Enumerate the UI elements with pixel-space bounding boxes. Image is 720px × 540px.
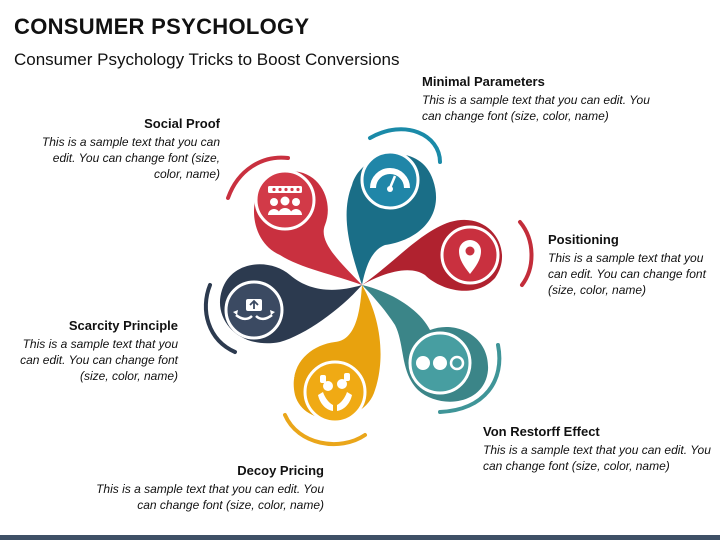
title-decoy-pricing: Decoy Pricing [237, 463, 324, 478]
block-scarcity-principle: Scarcity Principle This is a sample text… [8, 318, 178, 384]
text-scarcity-principle: This is a sample text that you can edit.… [20, 337, 178, 383]
title-social-proof: Social Proof [144, 116, 220, 131]
three-dots-icon [416, 355, 465, 371]
petal-positioning [362, 219, 534, 291]
circle-minimal-parameters [360, 150, 420, 210]
petal-scarcity-principle [203, 264, 362, 354]
arc-decoy-pricing [283, 413, 367, 447]
title-positioning: Positioning [548, 232, 619, 247]
group-rating-icon [268, 186, 302, 215]
petal-von-restorff-effect [362, 285, 502, 414]
svg-text:Principle: Principle [249, 369, 295, 383]
title-minimal-parameters: Minimal Parameters [422, 74, 545, 89]
block-von-restorff-effect: Von Restorff Effect This is a sample tex… [483, 424, 713, 474]
speedometer-icon [370, 168, 410, 192]
petal-social-proof [226, 155, 362, 285]
page-title: CONSUMER PSYCHOLOGY [14, 14, 310, 39]
arc-minimal-parameters [368, 127, 442, 164]
page-subtitle: Consumer Psychology Tricks to Boost Conv… [14, 50, 400, 69]
location-pin-icon [459, 240, 481, 274]
text-social-proof: This is a sample text that you can edit.… [41, 135, 220, 181]
block-positioning: Positioning This is a sample text that y… [548, 232, 708, 298]
block-social-proof: Social Proof This is a sample text that … [26, 116, 220, 182]
circle-decoy-pricing [303, 360, 367, 424]
block-decoy-pricing: Decoy Pricing This is a sample text that… [92, 463, 324, 513]
text-von-restorff-effect: This is a sample text that you can edit.… [483, 443, 711, 473]
text-decoy-pricing: This is a sample text that you can edit.… [96, 482, 324, 512]
title-von-restorff-effect: Von Restorff Effect [483, 424, 600, 439]
block-minimal-parameters: Minimal Parameters This is a sample text… [422, 74, 662, 124]
exchange-icon [233, 299, 275, 321]
watermark-text: Scarcity Principle [249, 353, 295, 383]
title-scarcity-principle: Scarcity Principle [68, 318, 178, 333]
hands-money-icon [318, 373, 352, 411]
arc-social-proof [226, 155, 290, 200]
petal-minimal-parameters [346, 127, 442, 285]
arc-positioning [518, 220, 534, 287]
text-minimal-parameters: This is a sample text that you can edit.… [422, 93, 650, 123]
text-positioning: This is a sample text that you can edit.… [548, 251, 706, 297]
svg-text:Scarcity: Scarcity [251, 353, 294, 367]
arc-von-restorff-effect [438, 343, 502, 414]
petal-decoy-pricing [283, 285, 381, 447]
bottom-bar [0, 535, 720, 540]
arc-scarcity-principle [203, 283, 237, 354]
